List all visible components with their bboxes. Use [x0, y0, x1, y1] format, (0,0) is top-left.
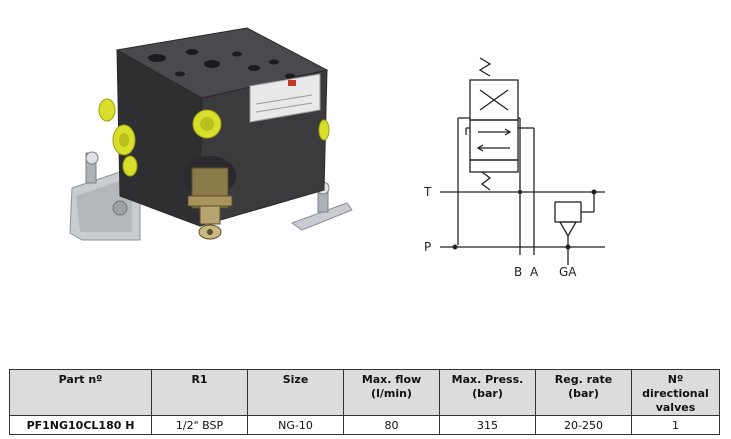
spring-symbol — [478, 57, 492, 77]
cell-max-flow: 80 — [343, 415, 440, 435]
yellow-plug — [192, 109, 222, 139]
table-row: PF1NG10CL180 H 1/2" BSP NG-10 80 315 20-… — [9, 415, 720, 435]
header-text: Max. Press. (bar) — [451, 373, 524, 400]
yellow-plug — [122, 155, 138, 177]
column-header-r1: R1 — [151, 369, 248, 416]
cell-r1: 1/2" BSP — [151, 415, 248, 435]
column-header-size: Size — [247, 369, 344, 416]
header-text: Size — [282, 373, 309, 386]
header-text: Max. flow (l/min) — [361, 373, 422, 400]
yellow-plug — [112, 124, 136, 156]
column-header-directional-valves: Nº directional valves — [631, 369, 720, 416]
relief-valve-symbol — [554, 192, 595, 265]
port-label-b: B — [514, 265, 522, 279]
cell-directional-valves: 1 — [631, 415, 720, 435]
header-text: R1 — [191, 373, 208, 386]
hydraulic-schematic: T P B A GA — [423, 57, 605, 279]
port-label-a: A — [530, 265, 539, 279]
column-header-reg-rate: Reg. rate (bar) — [535, 369, 632, 416]
spec-table: Part nº R1 Size Max. flow (l/min) Max. P… — [9, 369, 720, 435]
yellow-plug — [318, 119, 330, 141]
column-header-max-flow: Max. flow (l/min) — [343, 369, 440, 416]
table-header-row: Part nº R1 Size Max. flow (l/min) Max. P… — [9, 369, 720, 416]
yellow-plug — [98, 98, 116, 122]
cell-reg-rate: 20-250 — [535, 415, 632, 435]
cell-max-press: 315 — [439, 415, 536, 435]
cell-part-no: PF1NG10CL180 H — [9, 415, 152, 435]
column-header-part-no: Part nº — [9, 369, 152, 416]
product-photo — [69, 27, 353, 241]
relief-valve-cartridge — [184, 156, 236, 240]
port-label-t: T — [423, 185, 432, 199]
header-text: Nº directional valves — [642, 373, 709, 414]
header-text: Part nº — [58, 373, 103, 386]
directional-valve-symbol — [469, 79, 519, 173]
port-label-p: P — [424, 240, 431, 254]
header-text: Reg. rate (bar) — [554, 373, 613, 400]
cell-size: NG-10 — [247, 415, 344, 435]
port-label-ga: GA — [559, 265, 577, 279]
valve-block — [98, 27, 330, 240]
column-header-max-press: Max. Press. (bar) — [439, 369, 536, 416]
